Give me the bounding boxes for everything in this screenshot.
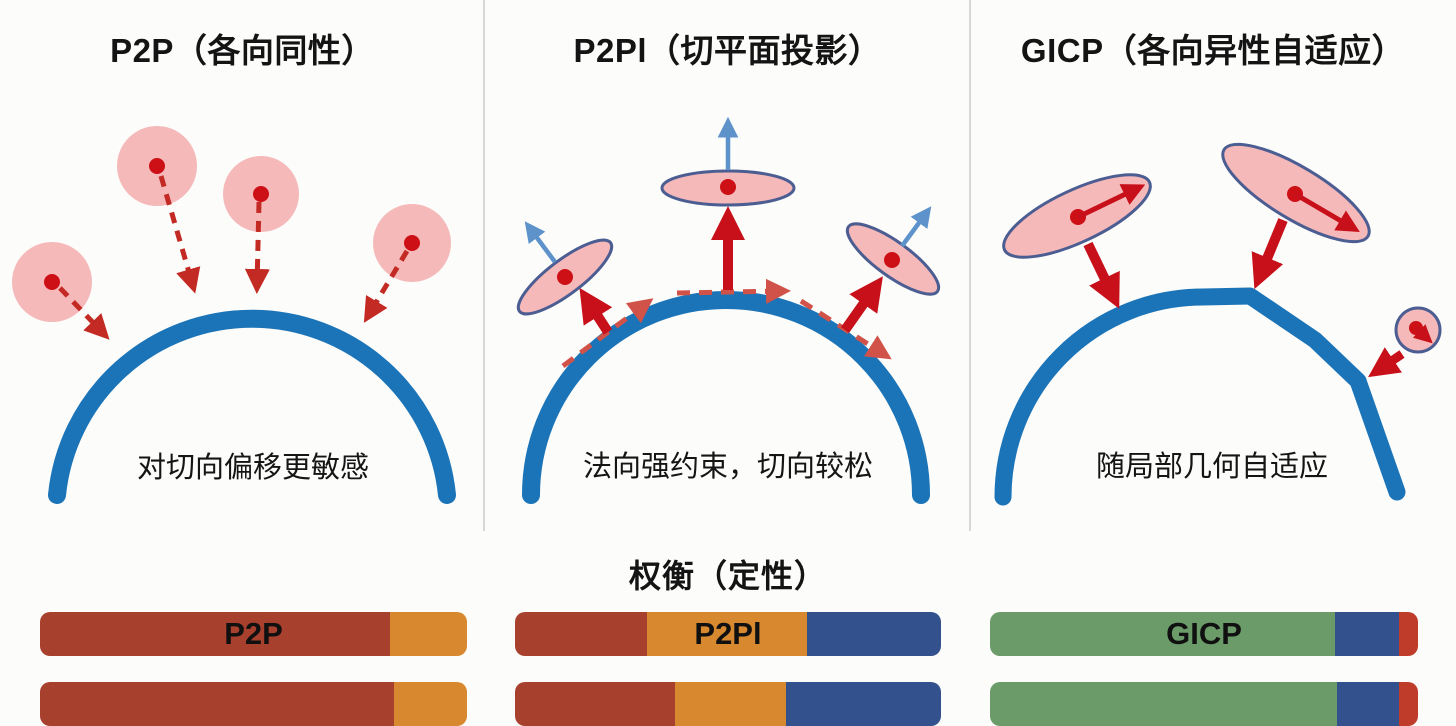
principal-axis-arrow: [1412, 324, 1433, 344]
tradeoff-bar-p2p-row1: P2P: [40, 612, 467, 656]
bar-segment-orange: [674, 682, 786, 726]
panel-p2p-title: P2P（各向同性）: [110, 32, 375, 69]
panel-p2p-caption: 对切向偏移更敏感: [136, 452, 370, 484]
tradeoff-title: 权衡（定性）: [628, 558, 827, 594]
surface-polyline: [994, 287, 1406, 506]
bar-segment-blue: [1336, 682, 1399, 726]
correspondence-arrow-dashed: [58, 286, 110, 340]
correspondence-arrow-dashed: [363, 249, 410, 323]
bar-segment-red: [40, 612, 391, 656]
adaptive-arrow: [1083, 241, 1120, 309]
p2p-illustration: [12, 126, 456, 504]
panel-gicp-title: GICP（各向异性自适应）: [1020, 32, 1406, 69]
adaptive-arrow: [1368, 347, 1405, 378]
tradeoff-bar-p2p-row2: [40, 682, 467, 726]
tangent-arrow: [676, 278, 791, 304]
point-dot: [884, 252, 900, 268]
bar-segment-red: [515, 612, 648, 656]
normal-constraint-arrow: [579, 287, 613, 335]
principal-axis-arrow: [1076, 184, 1146, 220]
point-dot: [149, 158, 165, 174]
panel-p2pl-caption: 法向强约束，切向较松: [582, 451, 874, 483]
panel-divider: [483, 0, 485, 531]
bar-label-p2p: P2P: [224, 616, 283, 651]
bar-segment-red: [515, 682, 675, 726]
principal-axis-arrow: [1293, 191, 1360, 233]
panel-p2pl: P2Pl（切平面投影）: [485, 0, 970, 531]
panel-p2pl-title: P2Pl（切平面投影）: [573, 32, 882, 69]
bar-segment-blue: [1334, 612, 1399, 656]
bar-segment-orange: [647, 612, 807, 656]
bar-segment-redBright: [1398, 682, 1418, 726]
tangent-arrow: [561, 298, 654, 368]
correspondence-arrow-dashed: [244, 201, 270, 294]
point-dot: [557, 269, 573, 285]
bar-segment-redBright: [1398, 612, 1418, 656]
panel-divider: [969, 0, 971, 531]
panel-gicp-caption: 随局部几何自适应: [1095, 451, 1329, 483]
bar-segment-orange: [394, 682, 467, 726]
bar-segment-red: [40, 682, 395, 726]
tradeoff-bar-gicp-row2: [990, 682, 1418, 726]
bar-segment-green: [990, 682, 1337, 726]
panel-gicp: GICP（各向异性自适应）: [970, 0, 1456, 531]
gicp-illustration: [994, 142, 1442, 506]
bar-label-gicp: GICP: [1166, 616, 1242, 651]
tradeoff-bar-p2pl-row2: [515, 682, 941, 726]
bar-segment-orange: [390, 612, 467, 656]
normal-constraint-arrow: [840, 276, 883, 333]
bar-segment-blue: [785, 682, 941, 726]
bar-segment-blue: [806, 612, 941, 656]
point-dot: [720, 179, 736, 195]
p2pl-illustration: [516, 116, 941, 504]
normal-direction-arrow: [900, 206, 932, 248]
tradeoff-bar-p2pl-row1: P2Pl: [515, 612, 941, 656]
correspondence-arrow-dashed: [158, 175, 201, 294]
normal-direction-arrow: [524, 221, 557, 264]
bar-segment-green: [990, 612, 1335, 656]
panel-p2p: P2P（各向同性） 对切向偏移更敏感: [0, 0, 485, 531]
surface-curve: [48, 309, 456, 504]
surface-curve: [522, 291, 930, 504]
point-dot: [44, 274, 60, 290]
bar-label-p2pl: P2Pl: [694, 616, 762, 651]
point-dot: [253, 186, 269, 202]
adaptive-arrow: [1251, 218, 1288, 290]
tradeoff-bar-gicp-row1: GICP: [990, 612, 1418, 656]
point-dot: [404, 235, 420, 251]
